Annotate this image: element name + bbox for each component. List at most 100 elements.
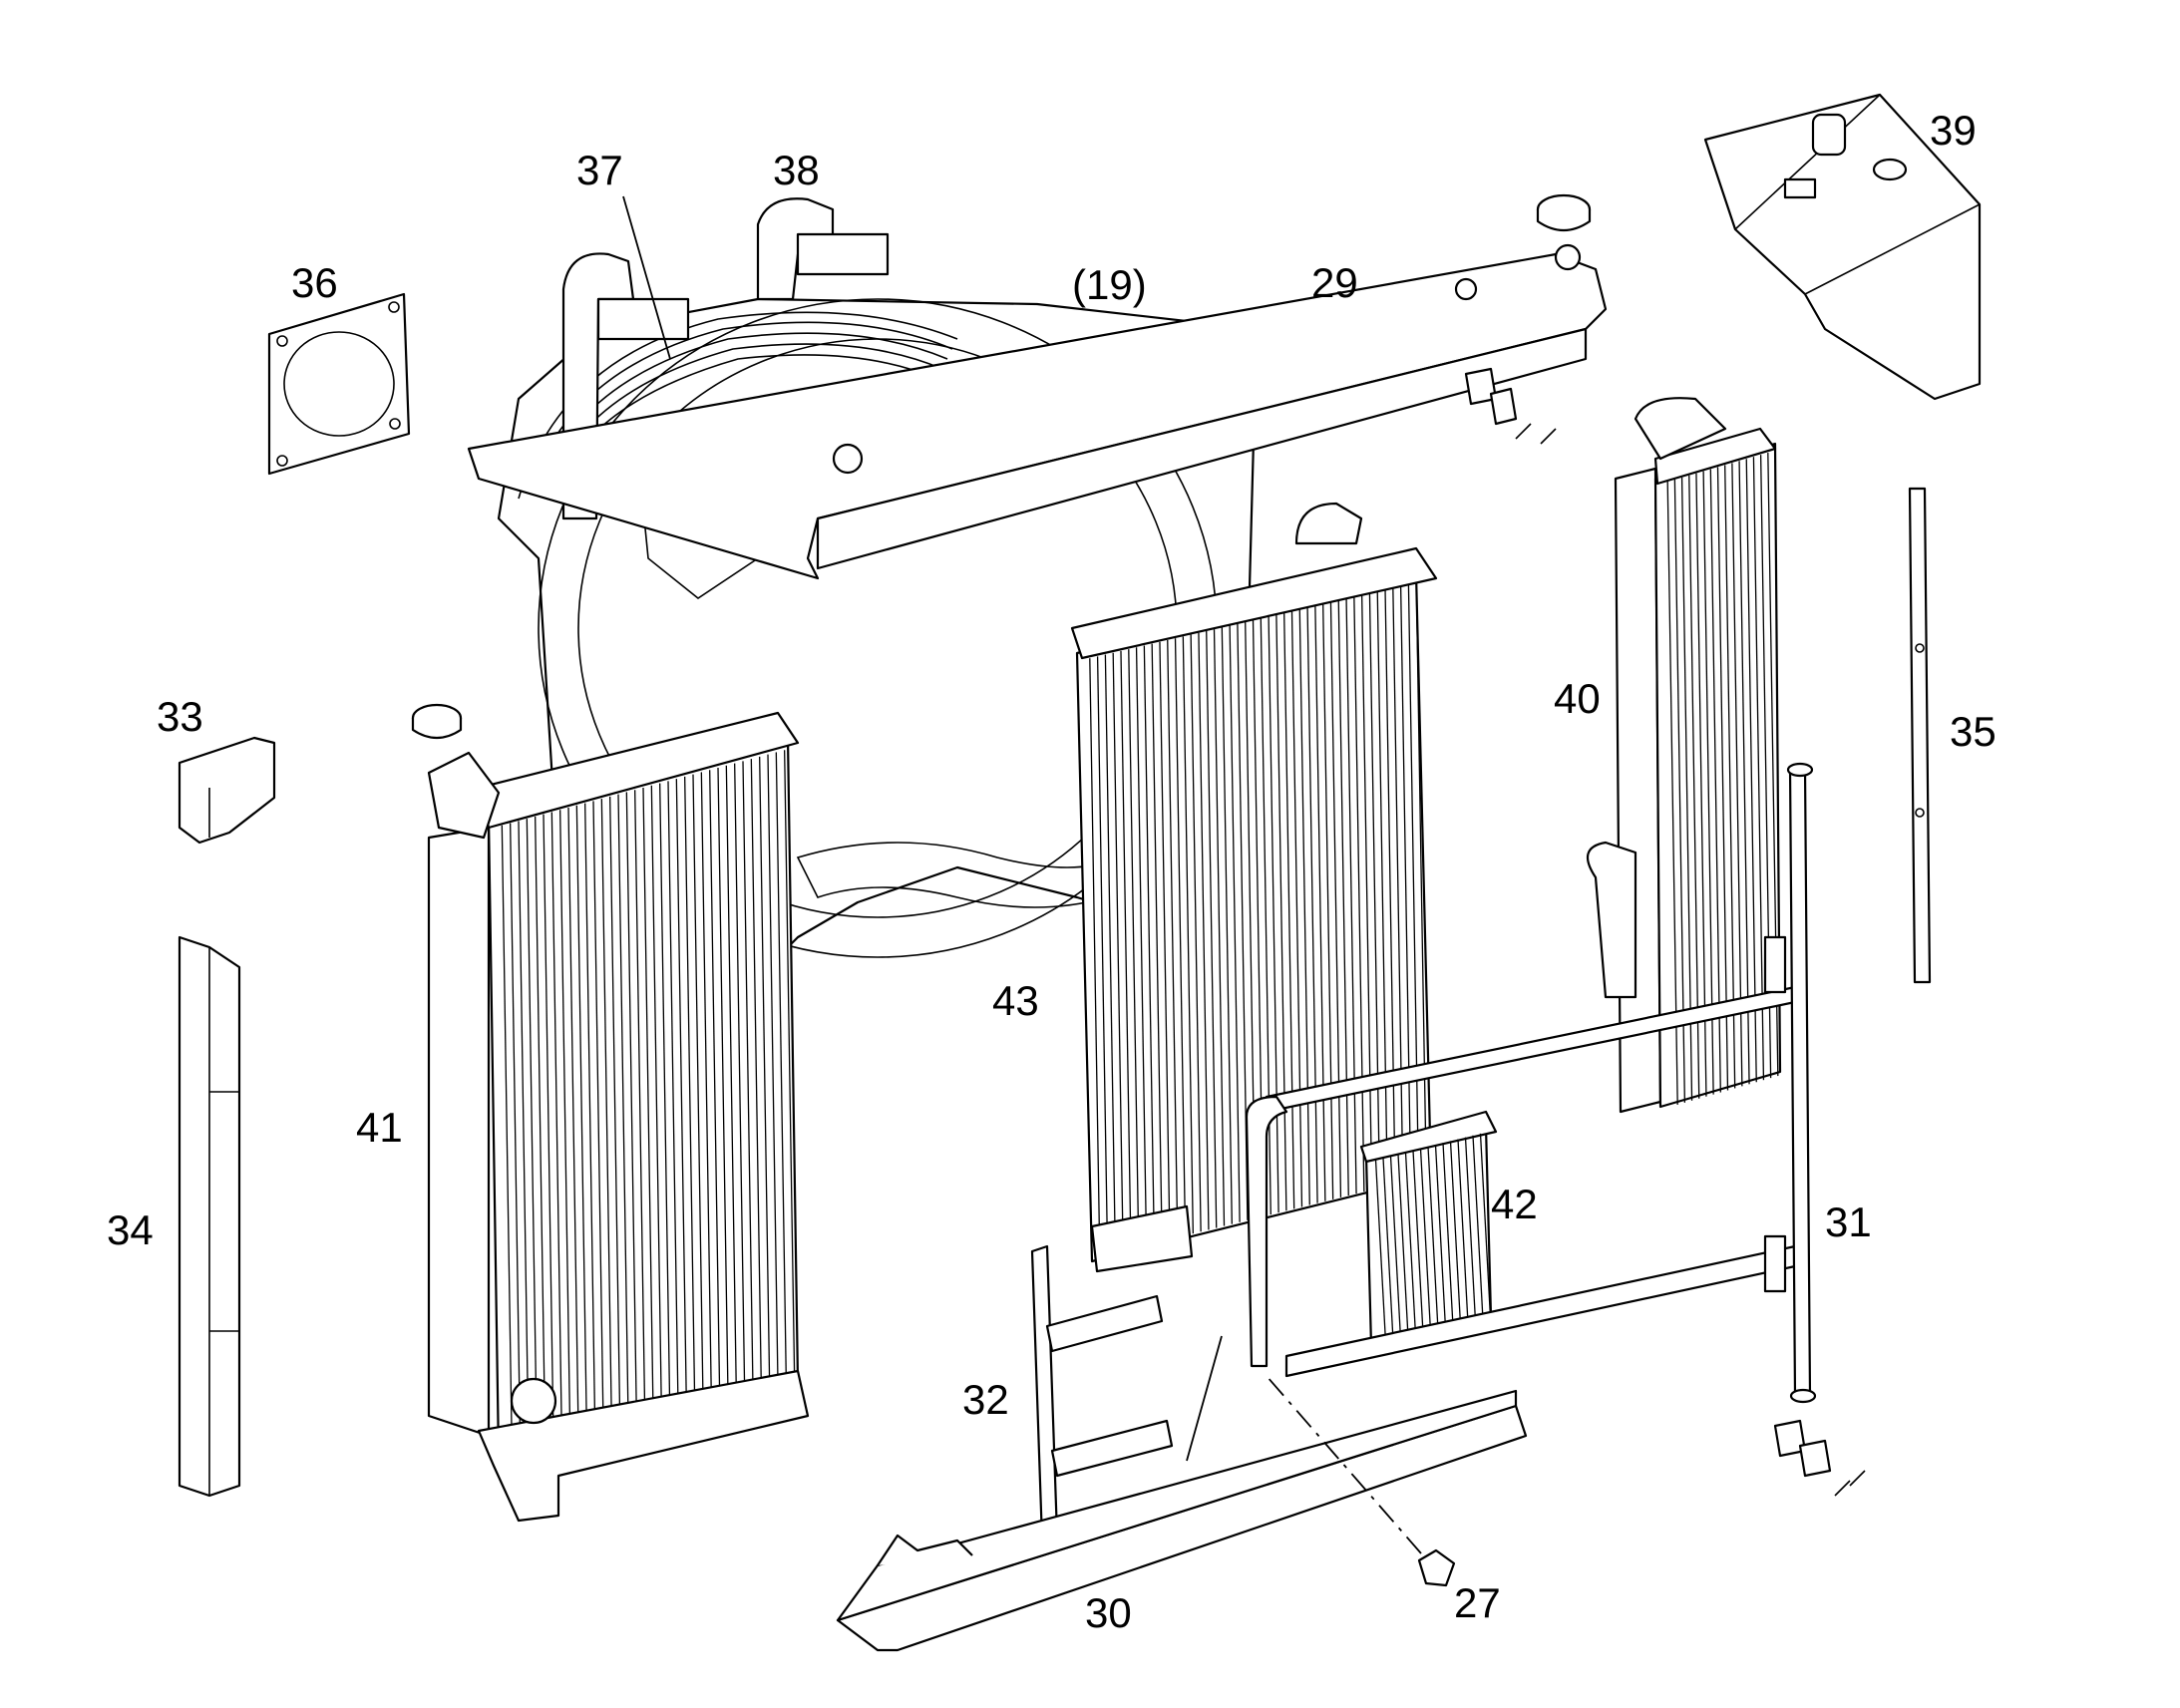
cooler-fin bbox=[1457, 1139, 1469, 1324]
cooler-fin bbox=[1190, 634, 1202, 1232]
callout-31: 31 bbox=[1825, 1198, 1872, 1245]
cooler-fin bbox=[1290, 610, 1303, 1207]
cooler-fin bbox=[1322, 603, 1334, 1199]
cooler-fin bbox=[609, 796, 621, 1422]
cooler-fin bbox=[1427, 1146, 1439, 1331]
cooler-fin bbox=[1688, 475, 1700, 1099]
callout-19: (19) bbox=[1072, 261, 1147, 308]
callout-labels: 27 (19) 29 30 31 32 33 34 35 36 37 38 39… bbox=[107, 107, 1997, 1636]
callout-32: 32 bbox=[962, 1376, 1009, 1423]
cooler-fin bbox=[1120, 650, 1132, 1249]
cooler-fin bbox=[526, 819, 538, 1443]
cooler-fin bbox=[1167, 639, 1179, 1238]
callout-38: 38 bbox=[773, 147, 820, 193]
cooler-fin bbox=[1329, 601, 1342, 1197]
cooler-fin bbox=[1419, 1148, 1432, 1332]
cooler-fin bbox=[1472, 1135, 1484, 1320]
bottom-shield bbox=[836, 1389, 1528, 1652]
small-bracket bbox=[178, 736, 276, 845]
cooler-fin bbox=[1695, 473, 1707, 1097]
cooler-fin bbox=[659, 783, 671, 1410]
cooler-fin bbox=[1412, 1150, 1424, 1334]
right-seal-strip bbox=[1908, 487, 1932, 984]
cooler-fin bbox=[1221, 627, 1233, 1224]
cooler-fin bbox=[1442, 1143, 1454, 1327]
callout-42: 42 bbox=[1491, 1181, 1538, 1227]
cooler-fin bbox=[518, 821, 530, 1445]
cooler-fin bbox=[584, 803, 596, 1429]
cooler-fin bbox=[559, 810, 571, 1435]
cooler-fin bbox=[1449, 1141, 1462, 1325]
cooler-fin bbox=[1716, 467, 1729, 1091]
charge-air-cooler-core bbox=[1666, 453, 1779, 1105]
cooler-fin bbox=[1135, 647, 1148, 1245]
cooler-fin bbox=[1666, 481, 1678, 1105]
expansion-tank bbox=[1703, 93, 1982, 401]
bolt-hardware bbox=[1464, 367, 1866, 1497]
cooler-fin bbox=[1143, 645, 1156, 1243]
lower-mount-bracket bbox=[1030, 1244, 1174, 1542]
cooler-fin bbox=[1709, 469, 1721, 1093]
cooler-fin bbox=[1159, 641, 1171, 1239]
callout-29: 29 bbox=[1311, 259, 1358, 306]
cooler-fin bbox=[1104, 654, 1117, 1253]
callout-35: 35 bbox=[1950, 708, 1997, 755]
cooler-fin bbox=[742, 761, 754, 1389]
callout-41: 41 bbox=[356, 1104, 403, 1151]
cooler-fin bbox=[1673, 479, 1686, 1103]
cooler-fin bbox=[642, 787, 654, 1414]
cooler-fin bbox=[1374, 1160, 1387, 1343]
cooler-fin bbox=[650, 785, 662, 1412]
cooler-fin bbox=[1745, 459, 1757, 1083]
charge-air-cooler bbox=[1586, 397, 1782, 1114]
cooler-fin bbox=[700, 772, 712, 1399]
cooler-fin bbox=[1206, 630, 1218, 1228]
callout-33: 33 bbox=[157, 693, 203, 740]
support-frame bbox=[1245, 762, 1817, 1404]
cooler-fin bbox=[750, 759, 762, 1387]
cooler-fin bbox=[1174, 638, 1187, 1236]
cooler-fin bbox=[501, 825, 513, 1449]
cooler-fin bbox=[634, 790, 646, 1416]
cooler-fin bbox=[550, 812, 562, 1437]
main-radiator-core bbox=[501, 750, 796, 1449]
callout-40: 40 bbox=[1554, 675, 1601, 722]
cooler-fin bbox=[775, 752, 787, 1381]
cooler-fin bbox=[1397, 1154, 1409, 1338]
cooler-fin bbox=[510, 823, 522, 1447]
cooler-fin bbox=[625, 792, 637, 1418]
cooler-fin bbox=[717, 767, 729, 1395]
cooler-fin bbox=[1089, 658, 1101, 1257]
cooler-fin bbox=[1479, 1133, 1492, 1318]
cooler-fin bbox=[767, 754, 779, 1383]
cooler-fin bbox=[734, 763, 746, 1391]
gasket-plate bbox=[267, 292, 411, 476]
cooler-fin bbox=[675, 779, 687, 1406]
cooler-fin bbox=[1229, 625, 1241, 1222]
cooler-fin bbox=[600, 799, 612, 1424]
cooler-fin bbox=[1434, 1145, 1447, 1329]
cooler-fin bbox=[1389, 1156, 1402, 1339]
cooler-fin bbox=[759, 756, 771, 1385]
cooler-fin bbox=[1738, 461, 1750, 1085]
cooler-fin bbox=[1128, 649, 1140, 1247]
callout-39: 39 bbox=[1930, 107, 1977, 154]
cooler-fin bbox=[1283, 612, 1295, 1209]
top-cross-beam bbox=[467, 243, 1608, 580]
cooler-fin bbox=[617, 794, 629, 1420]
cooler-fin bbox=[1298, 609, 1310, 1205]
cooler-fin bbox=[1337, 599, 1349, 1196]
cooler-fin bbox=[567, 807, 579, 1433]
oil-cooler-small bbox=[1359, 1110, 1498, 1348]
cooler-fin bbox=[692, 774, 704, 1402]
cooler-fin bbox=[684, 776, 696, 1404]
cooler-fin bbox=[1752, 457, 1765, 1081]
cooler-fin bbox=[709, 770, 721, 1397]
callout-30: 30 bbox=[1085, 1589, 1132, 1636]
leader-lines bbox=[622, 195, 1223, 1462]
callout-36: 36 bbox=[291, 259, 338, 306]
main-radiator bbox=[427, 711, 810, 1523]
small-cooler-core bbox=[1374, 1133, 1492, 1343]
cooler-fin bbox=[1382, 1158, 1394, 1341]
